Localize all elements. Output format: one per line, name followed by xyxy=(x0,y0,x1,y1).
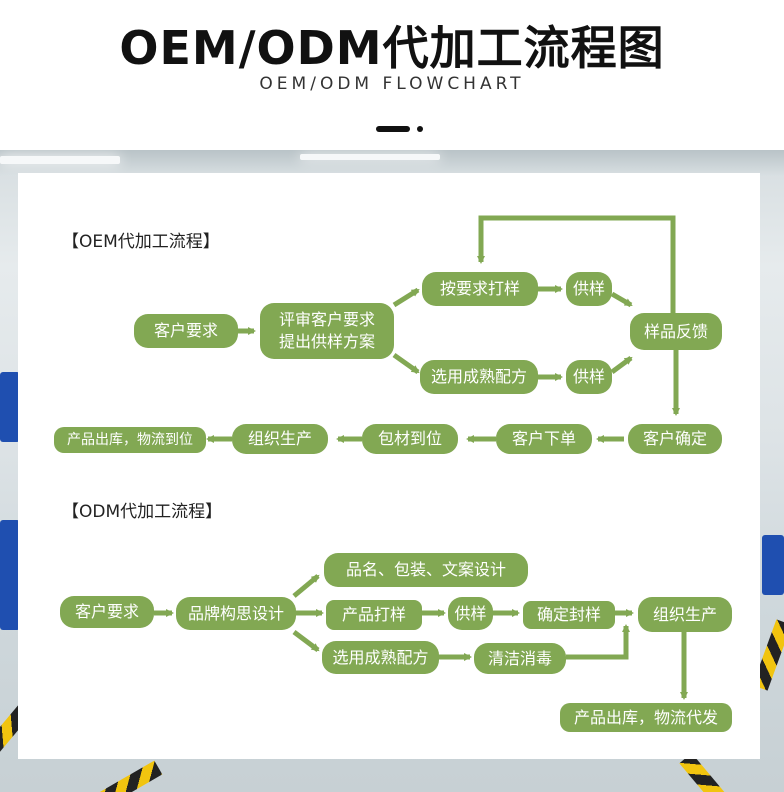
page-subtitle: OEM/ODM FLOWCHART xyxy=(0,74,784,94)
node-label: 选用成熟配方 xyxy=(332,647,428,669)
odm-section-title: 【ODM代加工流程】 xyxy=(62,497,222,522)
node-label: 样品反馈 xyxy=(644,321,708,343)
node-label: 产品出库，物流代发 xyxy=(574,707,718,729)
odm-node-confirm-seal-sample: 确定封样 xyxy=(523,601,615,629)
title-divider-bar xyxy=(376,126,410,132)
node-label: 确定封样 xyxy=(537,604,601,626)
oem-section-title: 【OEM代加工流程】 xyxy=(62,227,220,252)
odm-node-brand-concept: 品牌构思设计 xyxy=(176,597,296,630)
odm-node-customer-request: 客户要求 xyxy=(60,596,154,628)
node-label: 供样 xyxy=(454,603,486,625)
odm-node-purify-sterilize: 清洁消毒 xyxy=(474,643,566,674)
oem-node-customer-request: 客户要求 xyxy=(134,314,238,348)
oem-node-review-request: 评审客户要求 提出供样方案 xyxy=(260,303,394,359)
odm-node-product-sampling: 产品打样 xyxy=(326,600,422,630)
node-label: 客户要求 xyxy=(75,601,139,623)
node-label: 供样 xyxy=(573,366,605,388)
oem-node-customer-order: 客户下单 xyxy=(496,424,592,454)
ceiling-light xyxy=(0,156,120,164)
oem-node-sample-by-request: 按要求打样 xyxy=(422,272,538,306)
oem-node-ship-logistics: 产品出库，物流到位 xyxy=(54,427,206,453)
node-label: 选用成熟配方 xyxy=(431,366,527,388)
oem-node-organize-production: 组织生产 xyxy=(232,424,328,454)
page-header: OEM/ODM代加工流程图 OEM/ODM FLOWCHART xyxy=(0,0,784,150)
oem-node-customer-confirm: 客户确定 xyxy=(628,424,722,454)
oem-node-sample-feedback: 样品反馈 xyxy=(630,313,722,350)
oem-node-supply-sample-1: 供样 xyxy=(566,272,612,306)
node-label: 品牌构思设计 xyxy=(188,603,284,625)
odm-node-name-package-design: 品名、包装、文案设计 xyxy=(324,553,528,587)
node-label: 供样 xyxy=(573,278,605,300)
blue-pallet xyxy=(0,520,20,630)
node-label: 组织生产 xyxy=(653,604,717,626)
blue-pallet xyxy=(0,372,20,442)
floor-safety-stripe xyxy=(94,761,163,792)
page-title: OEM/ODM代加工流程图 xyxy=(0,12,784,78)
title-divider-dot xyxy=(417,126,423,132)
node-label: 客户下单 xyxy=(512,428,576,450)
node-label: 清洁消毒 xyxy=(488,648,552,670)
node-label: 组织生产 xyxy=(248,428,312,450)
odm-node-supply-sample: 供样 xyxy=(448,597,493,630)
oem-node-supply-sample-2: 供样 xyxy=(566,360,612,394)
node-label: 包材到位 xyxy=(378,428,442,450)
node-label: 产品出库，物流到位 xyxy=(67,429,193,451)
node-label: 产品打样 xyxy=(342,604,406,626)
node-label: 客户确定 xyxy=(643,428,707,450)
blue-pallet xyxy=(762,535,784,595)
oem-node-packaging-arrival: 包材到位 xyxy=(362,424,458,454)
odm-node-select-formula: 选用成熟配方 xyxy=(322,641,439,674)
oem-node-select-formula: 选用成熟配方 xyxy=(420,360,538,394)
odm-node-organize-production: 组织生产 xyxy=(638,597,732,632)
ceiling-light xyxy=(300,154,440,160)
node-label: 品名、包装、文案设计 xyxy=(346,559,506,581)
node-label-line1: 评审客户要求 xyxy=(279,309,375,331)
node-label: 客户要求 xyxy=(154,320,218,342)
odm-node-ship-logistics: 产品出库，物流代发 xyxy=(560,703,732,732)
node-label-line2: 提出供样方案 xyxy=(279,331,375,353)
node-label: 按要求打样 xyxy=(440,278,520,300)
